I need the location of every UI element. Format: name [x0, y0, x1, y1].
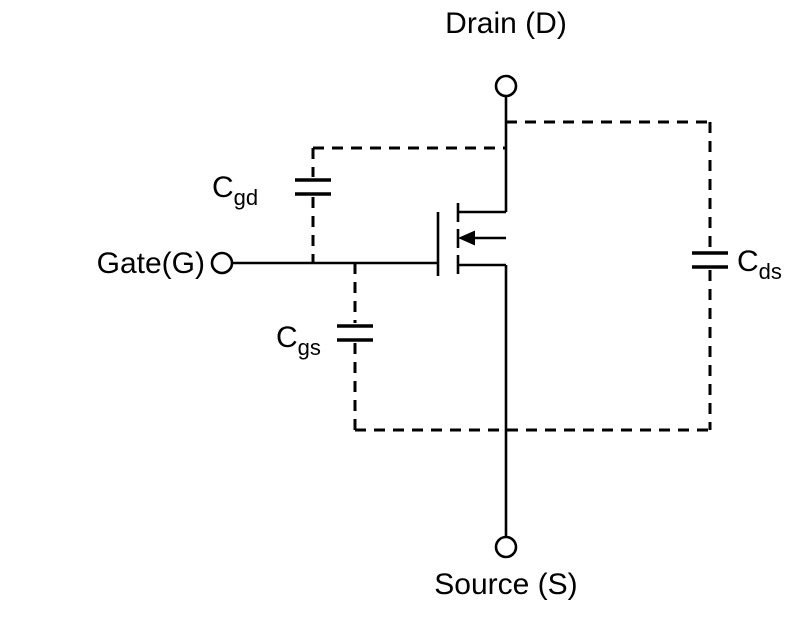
- cgd-label-main: C: [212, 171, 234, 204]
- cgd-label: Cgd: [212, 171, 258, 210]
- gate-terminal: [210, 251, 234, 275]
- source-terminal: [494, 535, 518, 559]
- source-label: Source (S): [434, 568, 577, 601]
- cds-label-sub: ds: [759, 259, 782, 284]
- cgd-label-sub: gd: [234, 185, 258, 210]
- drain-label: Drain (D): [445, 7, 567, 40]
- gate-label: Gate(G): [97, 247, 205, 280]
- cgs-branch: [337, 263, 373, 430]
- mosfet-body-arrow-icon: [458, 230, 475, 246]
- cds-label: Cds: [737, 245, 782, 284]
- cgs-label-main: C: [276, 321, 298, 354]
- cgd-branch: [295, 146, 506, 263]
- cgs-label: Cgs: [276, 321, 321, 360]
- mosfet-symbol: [436, 203, 506, 276]
- cgs-label-sub: gs: [298, 335, 321, 360]
- drain-terminal: [494, 74, 518, 98]
- cds-label-main: C: [737, 245, 759, 278]
- cds-branch: [355, 120, 728, 432]
